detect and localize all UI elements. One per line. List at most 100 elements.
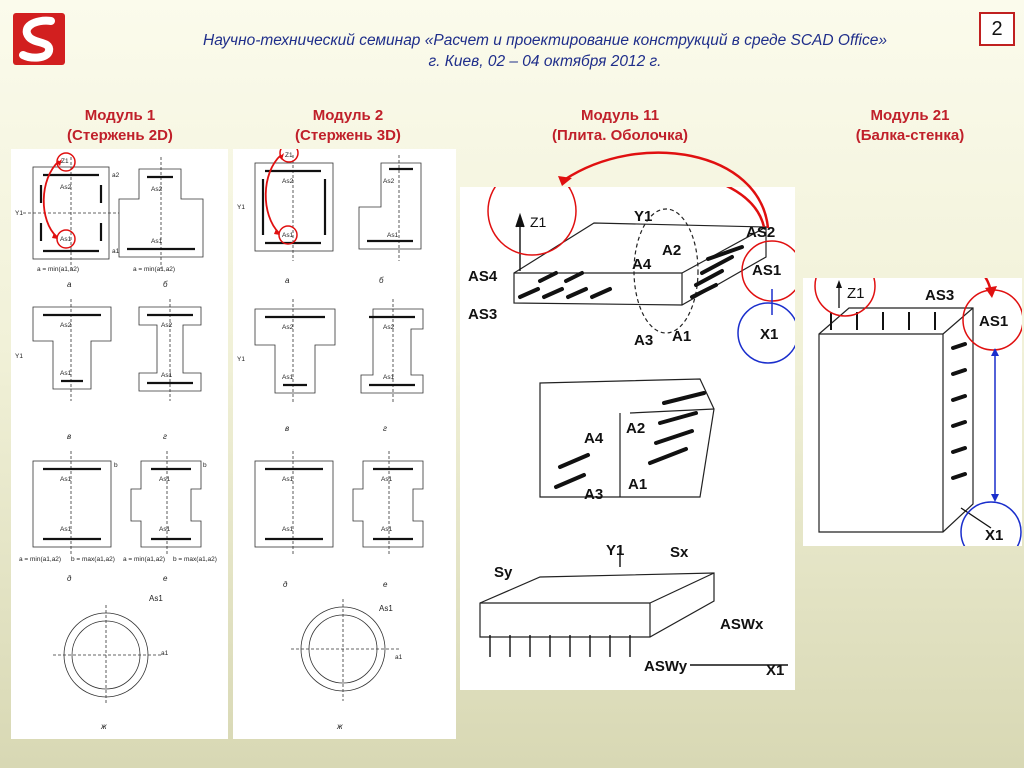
label-b: b — [203, 462, 207, 469]
label-as1: As1 — [282, 374, 294, 381]
module-2-sections-panel: Z1 Y1 As2 As1 As2 As1 Y1 As2 As1 As2 As1… — [233, 143, 456, 739]
label-sy: Sy — [494, 564, 513, 581]
seminar-title: Научно-технический семинар «Расчет и про… — [203, 32, 887, 49]
label-a2: A2 — [662, 242, 681, 259]
label-as1: AS1 — [752, 262, 781, 279]
label-y1: Y1 — [634, 208, 652, 225]
sub-v: в — [285, 424, 289, 433]
sub-zh: ж — [100, 722, 107, 731]
label-aswy: ASWy — [644, 658, 688, 675]
label-as1: As1 — [381, 476, 393, 483]
label-as2: As2 — [151, 186, 163, 193]
seminar-header: Научно-технический семинар «Расчет и про… — [130, 30, 960, 72]
label-a1: a1 — [112, 248, 120, 255]
label-a3: A3 — [584, 486, 603, 503]
module-name: Модуль 2 — [312, 107, 384, 124]
label-x1: X1 — [760, 326, 778, 343]
label-as1: As1 — [149, 594, 163, 603]
label-as1: As1 — [60, 476, 72, 483]
label-as2: As2 — [383, 324, 395, 331]
label-as2: As2 — [60, 184, 72, 191]
label-a1: a1 — [161, 650, 169, 657]
label-x1: X1 — [766, 662, 784, 679]
sub-v: в — [67, 432, 71, 441]
label-z1: Z1 — [530, 214, 547, 230]
label-a2: a2 — [112, 172, 120, 179]
label-y1: Y1 — [15, 353, 23, 360]
label-a4: A4 — [632, 256, 652, 273]
label-as1: As1 — [159, 526, 171, 533]
company-logo — [13, 13, 65, 65]
sub-zh: ж — [336, 722, 343, 731]
module-name: Модуль 11 — [580, 107, 660, 124]
module-1-title: Модуль 1 (Стержень 2D) — [40, 106, 200, 146]
module-2-title: Модуль 2 (Стержень 3D) — [268, 106, 428, 146]
label-z1: Z1 — [847, 285, 865, 302]
module-type: (Балка-стенка) — [855, 127, 965, 144]
formula-b: b = max(a1,a2) — [173, 556, 217, 563]
sub-d: д — [67, 574, 72, 583]
module-11-shell-panel: Z1 Y1 AS4 AS3 AS2 AS1 X1 A2 A4 A3 A1 A4 … — [460, 166, 803, 690]
label-z1: Z1 — [61, 158, 69, 165]
label-as1: As1 — [60, 370, 72, 377]
label-as1: As1 — [60, 526, 72, 533]
label-as1: As1 — [60, 236, 72, 243]
seminar-date: г. Киев, 02 – 04 октября 2012 г. — [428, 53, 662, 70]
sub-a: а — [67, 280, 72, 289]
label-b: b — [114, 462, 118, 469]
label-as2: As2 — [282, 178, 294, 185]
module-11-title: Модуль 11 (Плита. Оболочка) — [520, 106, 720, 146]
module-type: (Стержень 3D) — [295, 127, 401, 144]
label-as3: AS3 — [468, 306, 497, 323]
label-as1: As1 — [381, 526, 393, 533]
label-as1: As1 — [387, 232, 399, 239]
label-y1: Y1 — [237, 204, 245, 211]
module-21-title: Модуль 21 (Балка-стенка) — [830, 106, 990, 146]
label-a4: A4 — [584, 430, 604, 447]
label-y1: Y1 — [15, 210, 23, 217]
label-as3: AS3 — [925, 287, 954, 304]
label-as2: As2 — [282, 324, 294, 331]
module-name: Модуль 1 — [84, 107, 156, 124]
label-as1: As1 — [161, 372, 173, 379]
label-a2: A2 — [626, 420, 645, 437]
sub-e: е — [383, 580, 388, 589]
sub-b: б — [163, 280, 168, 289]
module-type: (Стержень 2D) — [67, 127, 173, 144]
sub-e: е — [163, 574, 168, 583]
label-as1: As1 — [159, 476, 171, 483]
label-y1: Y1 — [606, 542, 624, 559]
page-number: 2 — [979, 12, 1015, 46]
formula-a: a = min(a1,a2) — [37, 266, 79, 273]
label-as2: As2 — [161, 322, 173, 329]
label-a3: A3 — [634, 332, 653, 349]
label-as1: As1 — [282, 476, 294, 483]
formula-b: b = max(a1,a2) — [71, 556, 115, 563]
label-a1: A1 — [628, 476, 647, 493]
label-a1: A1 — [672, 328, 691, 345]
label-z1: Z1 — [285, 152, 293, 159]
label-as1: As1 — [383, 374, 395, 381]
label-as1: As1 — [282, 232, 294, 239]
sub-g: г — [163, 432, 167, 441]
label-aswx: ASWx — [720, 616, 764, 633]
formula-a: a = min(a1,a2) — [19, 556, 61, 563]
module-21-wall-panel: Z1 AS3 AS1 X1 — [803, 250, 1024, 563]
label-a1: a1 — [395, 654, 403, 661]
sub-d: д — [283, 580, 288, 589]
formula-a: a = min(a1,a2) — [133, 266, 175, 273]
label-as1: As1 — [379, 604, 393, 613]
sub-a: а — [285, 276, 290, 285]
label-as4: AS4 — [468, 268, 498, 285]
label-x1: X1 — [985, 527, 1003, 544]
label-as1: As1 — [282, 526, 294, 533]
label-sx: Sx — [670, 544, 689, 561]
formula-a: a = min(a1,a2) — [123, 556, 165, 563]
label-as2: As2 — [60, 322, 72, 329]
label-as2: AS2 — [746, 224, 775, 241]
module-type: (Плита. Оболочка) — [552, 127, 688, 144]
label-as2: As2 — [383, 178, 395, 185]
label-as1: AS1 — [979, 313, 1008, 330]
label-as1: As1 — [151, 238, 163, 245]
module-name: Модуль 21 — [870, 107, 950, 124]
